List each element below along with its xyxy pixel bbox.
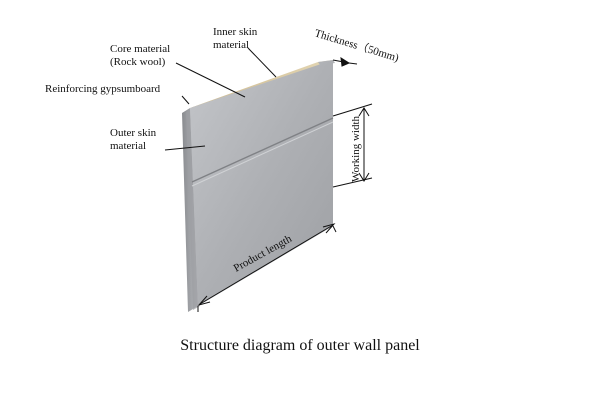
label-reinforcing-text: Reinforcing gypsumboard [45, 83, 161, 95]
leader-core [175, 62, 246, 98]
label-outer-skin-line2: material [110, 140, 147, 152]
label-core-line2: (Rock wool) [110, 56, 166, 68]
label-core-material: Core material (Rock wool) [110, 43, 170, 69]
label-inner-skin-line2: material [213, 39, 250, 51]
working-width-dimension [332, 103, 373, 188]
panel-outer-face [190, 60, 333, 306]
thickness-label: Thickness（50mm) [313, 26, 401, 64]
label-core-line1: Core material [110, 43, 171, 55]
label-outer-skin: Outer skin material [110, 127, 156, 153]
label-outer-skin-line1: Outer skin [110, 127, 157, 139]
working-width-label: Working width [350, 115, 362, 182]
label-inner-skin: Inner skin material [213, 26, 257, 52]
panel-seam [191, 117, 334, 183]
label-reinforcing-gypsumboard: Reinforcing gypsumboard [45, 83, 160, 96]
leader-reinforcing [181, 95, 190, 105]
leader-lines [164, 47, 277, 151]
diagram-caption: Structure diagram of outer wall panel [180, 337, 420, 354]
leader-outer-skin [164, 145, 206, 151]
product-length-dimension [197, 223, 337, 312]
thickness-dimension [332, 57, 358, 67]
label-inner-skin-line1: Inner skin [213, 26, 258, 38]
leader-inner-skin [247, 47, 277, 78]
